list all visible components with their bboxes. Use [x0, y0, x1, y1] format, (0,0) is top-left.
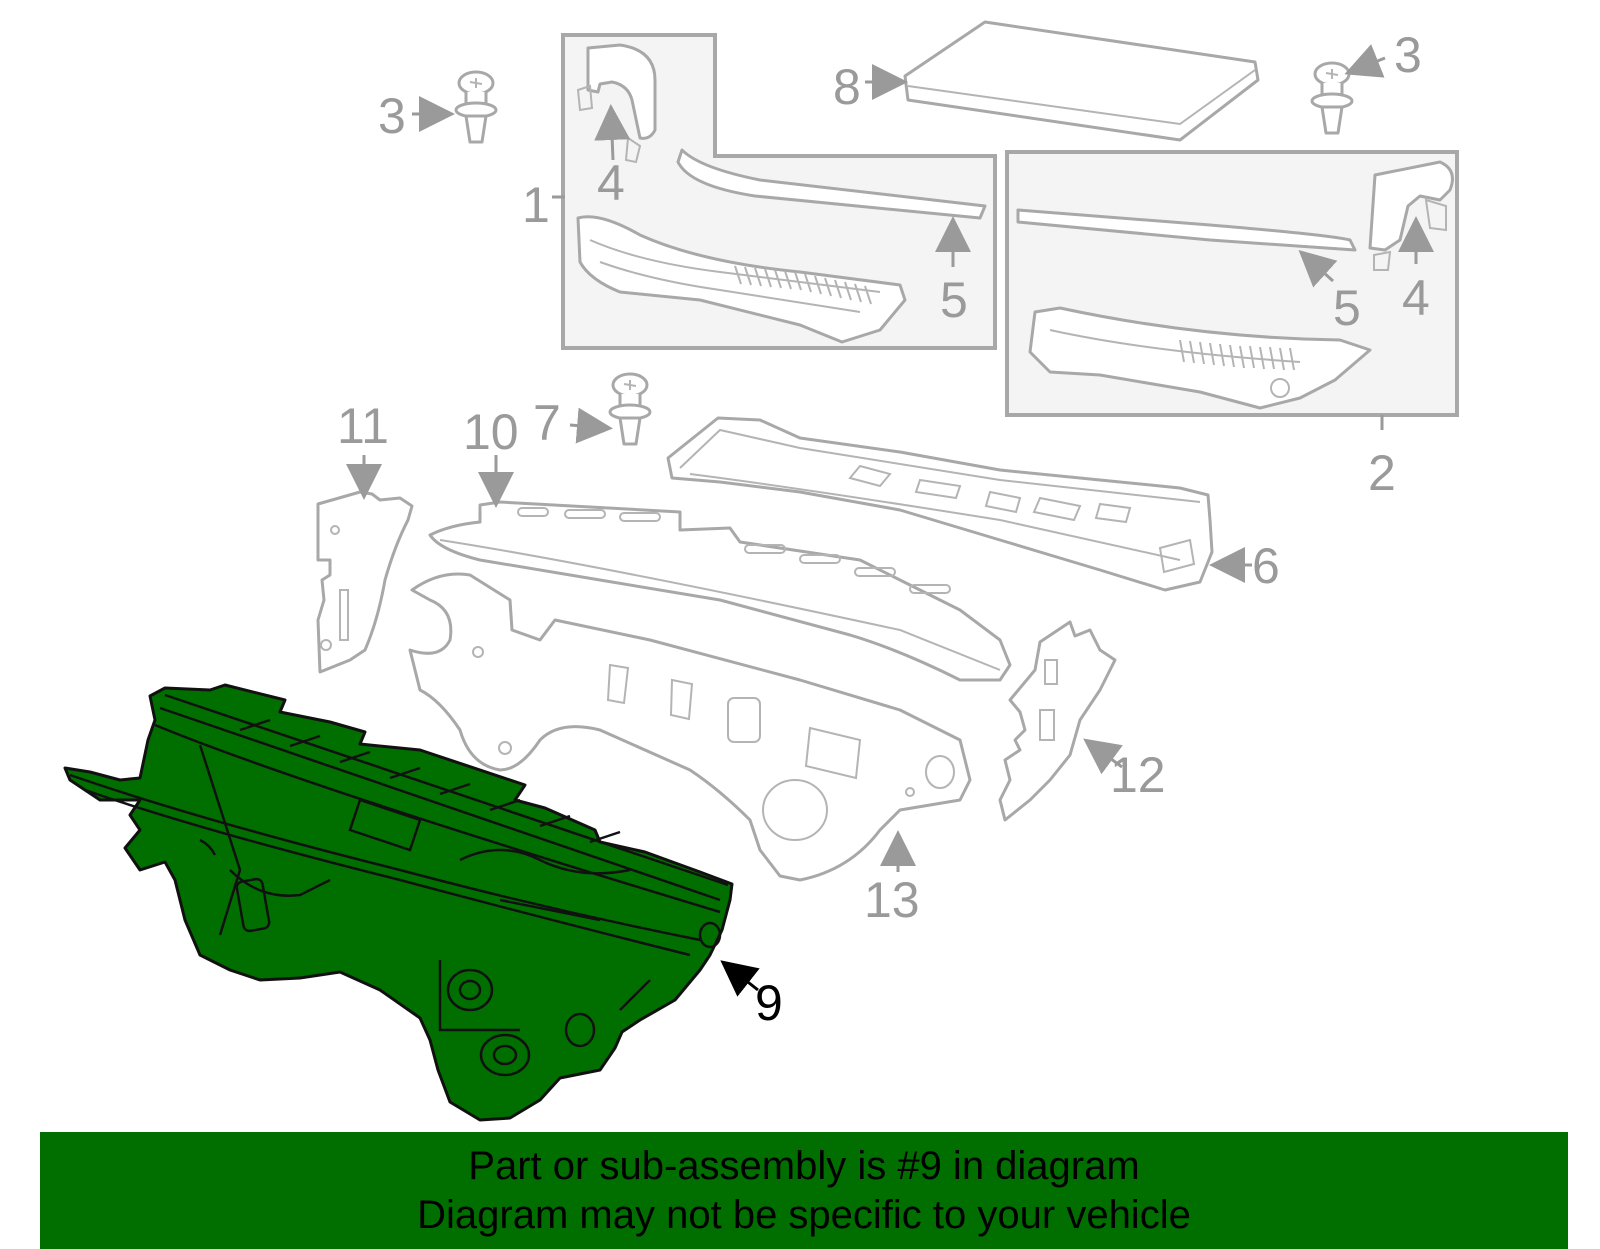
part-11-bracket [316, 490, 414, 674]
callout-arrows [346, 44, 1434, 997]
part-9-highlighted [63, 683, 734, 1122]
banner-line-2: Diagram may not be specific to your vehi… [417, 1192, 1191, 1237]
part-6-cowl-panel [666, 416, 1214, 592]
part-10-dash-bar [428, 500, 1012, 682]
subassembly-box-2 [1005, 150, 1459, 417]
callout-1: 1 [522, 177, 550, 233]
callout-9: 9 [755, 975, 783, 1031]
callout-8: 8 [833, 59, 861, 115]
screw-3-left [454, 70, 498, 144]
part-8-panel [903, 20, 1260, 142]
callout-4-right: 4 [1402, 270, 1430, 326]
callout-5-left: 5 [940, 272, 968, 328]
callout-5-right: 5 [1333, 280, 1361, 336]
cowl-grille-right [1028, 306, 1372, 410]
part-4-left [586, 43, 657, 140]
info-banner: Part or sub-assembly is #9 in diagram Di… [40, 1132, 1568, 1249]
callout-7: 7 [533, 395, 561, 451]
callout-4-left: 4 [597, 155, 625, 211]
callout-12: 12 [1110, 747, 1166, 803]
screw-7 [608, 372, 652, 446]
screw-3-right [1310, 61, 1354, 135]
callout-labels: 3 4 1 8 5 3 5 4 2 11 10 7 6 12 13 9 [337, 27, 1430, 1031]
part-12-bracket [998, 620, 1117, 822]
callout-11: 11 [337, 398, 389, 454]
part-5-left [676, 148, 987, 220]
part-5-right [1016, 208, 1357, 252]
part-9-body [63, 683, 734, 1122]
callout-6: 6 [1252, 538, 1280, 594]
callout-13: 13 [864, 872, 920, 928]
cowl-grille-left [576, 215, 907, 344]
callout-3-right: 3 [1394, 27, 1422, 83]
callout-3-left: 3 [378, 88, 406, 144]
part-13-dash-panel [408, 572, 972, 882]
callout-2: 2 [1368, 445, 1396, 501]
banner-line-1: Part or sub-assembly is #9 in diagram [468, 1143, 1140, 1188]
subassembly-box-1 [561, 33, 997, 350]
callout-10: 10 [463, 404, 519, 460]
